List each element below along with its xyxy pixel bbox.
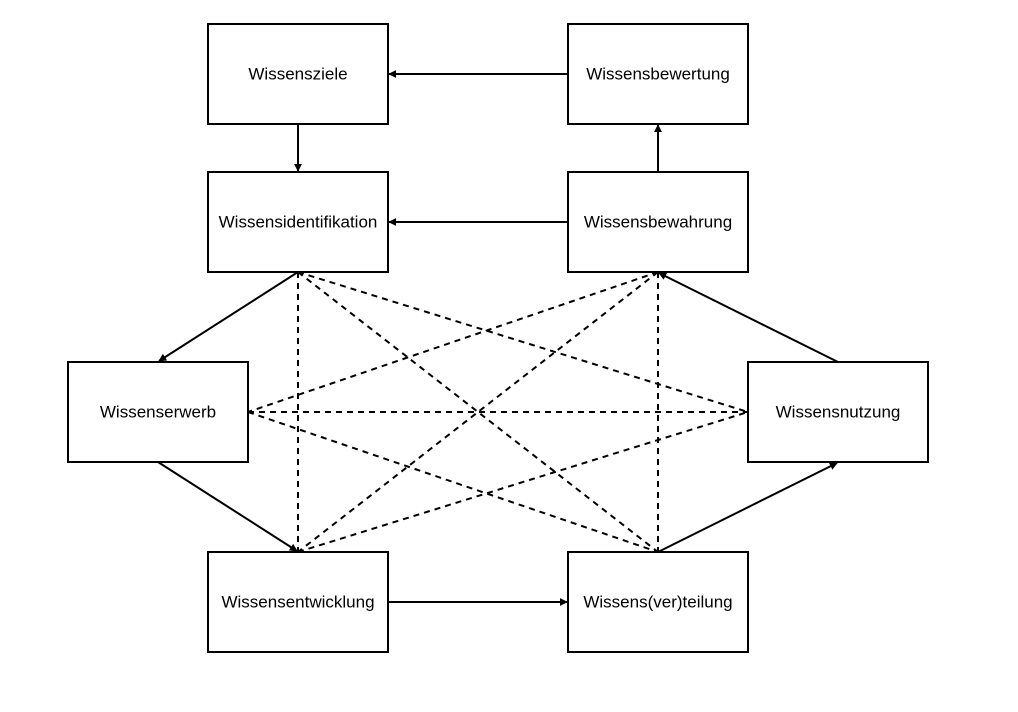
node-label: Wissensbewertung — [586, 65, 730, 84]
edges-layer — [157, 70, 839, 606]
edge-identifikation-to-nutzung — [297, 271, 749, 413]
node-box — [67, 361, 249, 463]
node-label: Wissens(ver)teilung — [583, 593, 732, 612]
node-box — [747, 361, 929, 463]
node-box — [207, 171, 389, 273]
edge-entwicklung-to-nutzung — [297, 411, 749, 553]
edge-bewahrung-to-erwerb — [247, 271, 659, 413]
node-label: Wissensziele — [248, 65, 347, 84]
node-label: Wissensidentifikation — [219, 213, 378, 232]
node-label: Wissensentwicklung — [221, 593, 374, 612]
edge-identifikation-to-erwerb — [158, 271, 299, 362]
edge-verteilung-to-nutzung — [657, 462, 838, 553]
node-wissensbewertung: Wissensbewertung — [567, 23, 749, 125]
node-box — [567, 551, 749, 653]
edge-erwerb-to-entwicklung — [157, 461, 298, 552]
node-wissensidentifikation: Wissensidentifikation — [207, 171, 389, 273]
node-wissensentwicklung: Wissensentwicklung — [207, 551, 389, 653]
node-box — [567, 23, 749, 125]
edge-nutzung-to-bewahrung — [658, 272, 839, 363]
node-wissensbewahrung: Wissensbewahrung — [567, 171, 749, 273]
node-wissensnutzung: Wissensnutzung — [747, 361, 929, 463]
node-label: Wissensnutzung — [776, 403, 901, 422]
node-label: Wissenserwerb — [100, 403, 216, 422]
node-box — [207, 551, 389, 653]
node-label: Wissensbewahrung — [584, 213, 732, 232]
node-box — [567, 171, 749, 273]
node-wissenserwerb: Wissenserwerb — [67, 361, 249, 463]
nodes-layer: Wissensziele Wissensbewertung Wissenside… — [67, 23, 929, 653]
node-wissensverteilung: Wissens(ver)teilung — [567, 551, 749, 653]
node-box — [207, 23, 389, 125]
edge-erwerb-to-verteilung — [247, 411, 659, 553]
node-wissensziele: Wissensziele — [207, 23, 389, 125]
